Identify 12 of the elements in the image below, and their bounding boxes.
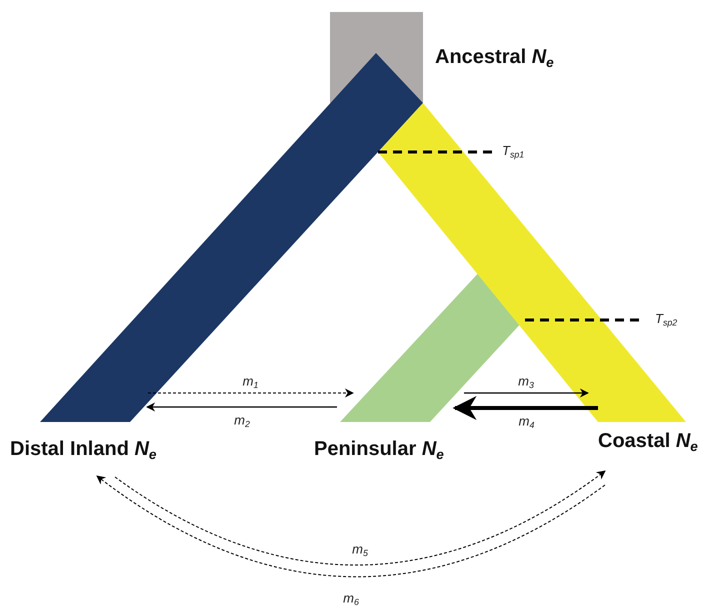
divergence-time-label: T$_{sp1}$ [502,143,524,158]
migration-arrow [464,388,589,398]
divergence-time-label: T$_{sp2}$ [655,311,678,326]
migration-arrow [96,475,606,578]
population-label: Distal Inland N$_{e}$ [10,438,156,461]
migration-arrow [146,402,337,412]
population-label: Ancestral N$_{e}$ [435,46,554,69]
population-label: Coastal N$_{e}$ [598,430,698,453]
migration-arrow [114,470,606,566]
migration-arrow [148,388,354,398]
migration-arrow [452,396,598,420]
population-label: Peninsular N$_{e}$ [314,438,444,461]
